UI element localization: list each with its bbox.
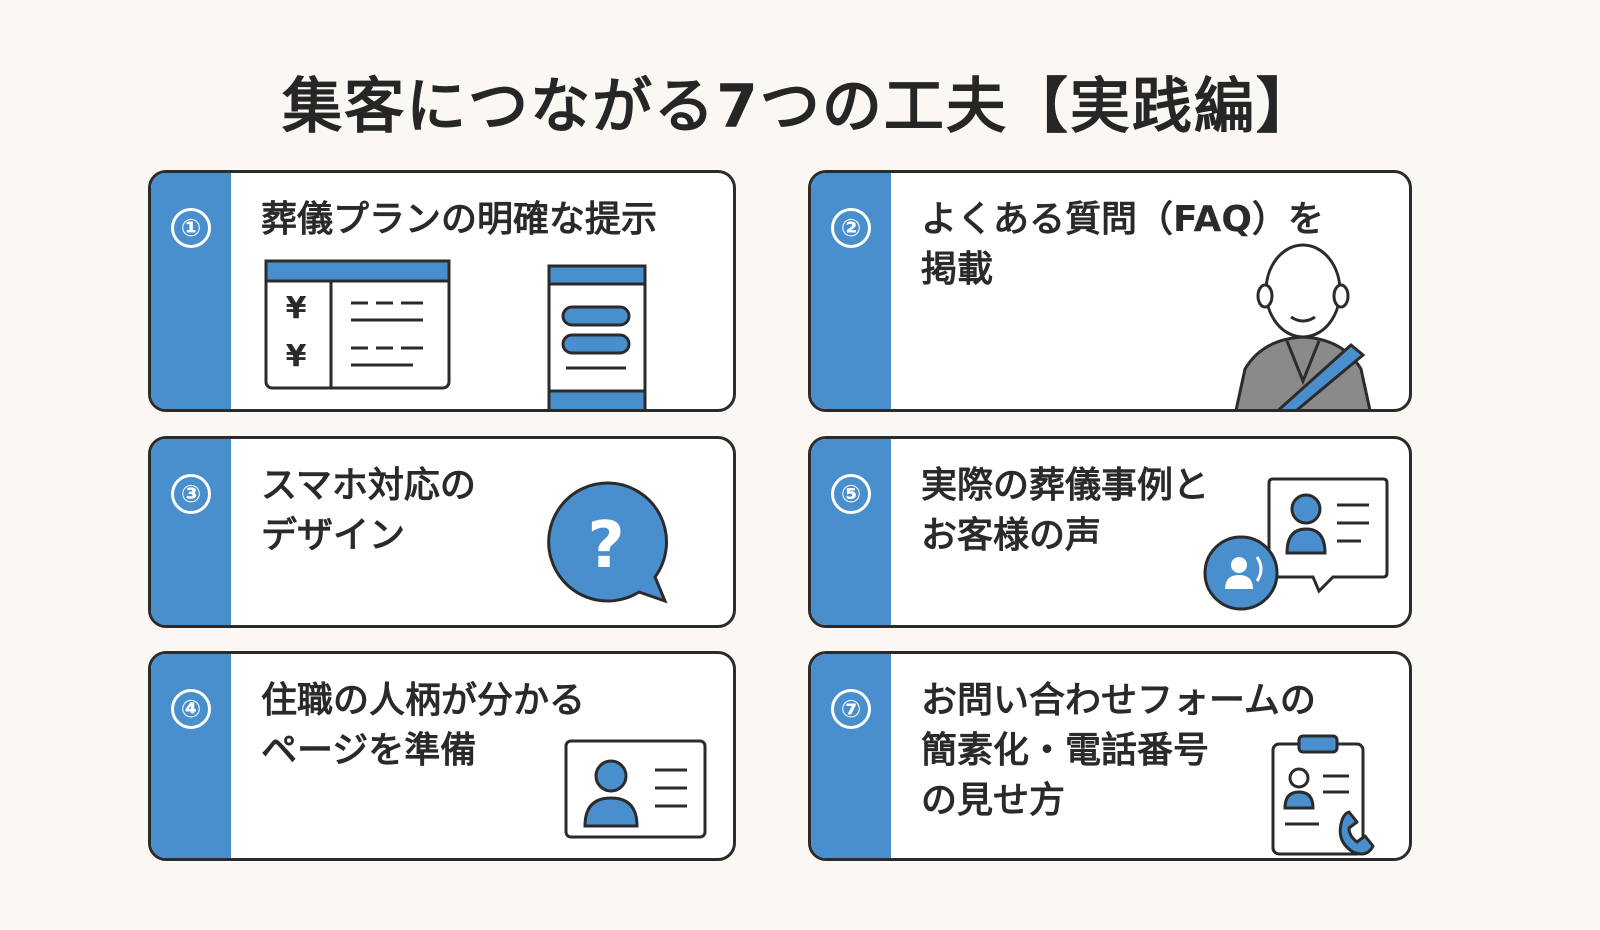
phone-list-icon	[547, 264, 647, 409]
card-plan-display: ① 葬儀プランの明確な提示 ¥ ¥	[148, 170, 736, 412]
card-number: ②	[831, 208, 871, 248]
card-testimonials: ⑤ 実際の葬儀事例と お客様の声	[808, 436, 1412, 628]
card-line: よくある質問（FAQ）を	[921, 199, 1324, 240]
card-line: の見せ方	[921, 780, 1066, 821]
yen-mark: ¥	[286, 291, 307, 326]
card-line: ページを準備	[261, 730, 477, 771]
card-line: 実際の葬儀事例と	[921, 465, 1210, 506]
card-stripe	[151, 439, 231, 625]
profile-card-icon	[564, 739, 707, 839]
card-line: お問い合わせフォームの	[921, 680, 1316, 721]
card-contact-form: ⑦ お問い合わせフォームの 簡素化・電話番号 の見せ方	[808, 651, 1412, 861]
card-text: よくある質問（FAQ）を 掲載	[921, 195, 1324, 295]
card-faq: ② よくある質問（FAQ）を 掲載	[808, 170, 1412, 412]
card-number: ④	[171, 689, 211, 729]
card-line: 簡素化・電話番号	[921, 730, 1210, 771]
card-stripe	[151, 654, 231, 858]
contact-form-icon	[1271, 734, 1375, 856]
card-smartphone: ③ スマホ対応の デザイン ?	[148, 436, 736, 628]
card-line: 葬儀プランの明確な提示	[261, 199, 658, 240]
card-number: ⑤	[831, 474, 871, 514]
testimonial-icon	[1203, 477, 1389, 611]
card-priest-page: ④ 住職の人柄が分かる ページを準備	[148, 651, 736, 861]
card-text: 実際の葬儀事例と お客様の声	[921, 461, 1209, 561]
monk-icon	[1234, 243, 1372, 409]
card-line: お客様の声	[921, 515, 1102, 556]
price-table-icon: ¥ ¥	[264, 259, 451, 390]
question-bubble-icon: ?	[547, 481, 669, 604]
card-line: 掲載	[921, 249, 994, 290]
question-mark: ?	[587, 509, 624, 583]
card-text: お問い合わせフォームの 簡素化・電話番号 の見せ方	[921, 676, 1316, 826]
card-number: ①	[171, 208, 211, 248]
card-number: ③	[171, 474, 211, 514]
page-title: 集客につながる7つの工夫【実践編】	[282, 72, 1318, 142]
card-number: ⑦	[831, 689, 871, 729]
card-line: スマホ対応の	[261, 465, 476, 506]
card-line: 住職の人柄が分かる	[261, 680, 586, 721]
card-line: デザイン	[261, 515, 406, 556]
yen-mark: ¥	[286, 339, 307, 374]
card-text: スマホ対応の デザイン	[261, 461, 476, 561]
card-text: 住職の人柄が分かる ページを準備	[261, 676, 585, 776]
card-stripe	[811, 654, 891, 858]
card-stripe	[811, 439, 891, 625]
card-text: 葬儀プランの明確な提示	[261, 195, 657, 245]
